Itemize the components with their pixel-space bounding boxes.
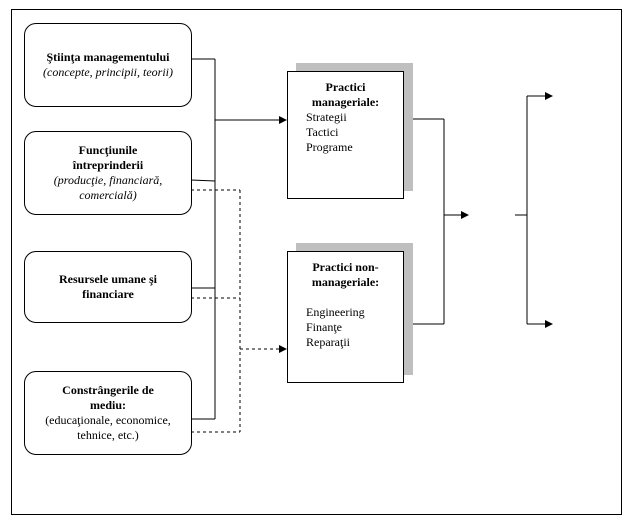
management-science-box: Ştiinţa managementului (concepte, princi… <box>24 23 192 107</box>
box-title: Constrângerile de mediu: <box>62 383 154 412</box>
box-subtitle: (educaţionale, economice, tehnice, etc.) <box>45 413 171 442</box>
box-title: Resursele umane şi financiare <box>59 272 157 301</box>
practice-item: Programe <box>306 140 353 154</box>
dashed-connectors <box>191 189 287 433</box>
practice-item: Tactici <box>306 125 339 139</box>
box-subtitle: (producţie, financiară, comercială) <box>53 173 163 202</box>
box-subtitle: (concepte, principii, teorii) <box>43 65 173 79</box>
output-connectors <box>405 92 553 328</box>
box-title: Funcţiunile întreprinderii <box>72 143 144 172</box>
environment-constraints-box: Constrângerile de mediu: (educaţionale, … <box>24 371 192 455</box>
box-title: Ştiinţa managementului <box>46 50 170 64</box>
managerial-practices-box: Practici manageriale: Strategii Tactici … <box>287 71 404 199</box>
practice-item: Strategii <box>306 110 347 124</box>
enterprise-functions-box: Funcţiunile întreprinderii (producţie, f… <box>24 131 192 215</box>
practice-item: Reparaţii <box>306 335 350 349</box>
practice-title: Practici non-manageriale: <box>311 260 380 289</box>
practice-item: Engineering <box>306 305 365 319</box>
nonmanagerial-practices-box: Practici non-manageriale: Engineering Fi… <box>287 251 404 383</box>
human-financial-resources-box: Resursele umane şi financiare <box>24 251 192 323</box>
connector-line <box>190 179 216 182</box>
solid-connectors <box>190 58 287 420</box>
practice-item: Finanţe <box>306 320 342 334</box>
practice-title: Practici manageriale: <box>311 80 380 109</box>
diagram-frame <box>11 9 622 515</box>
